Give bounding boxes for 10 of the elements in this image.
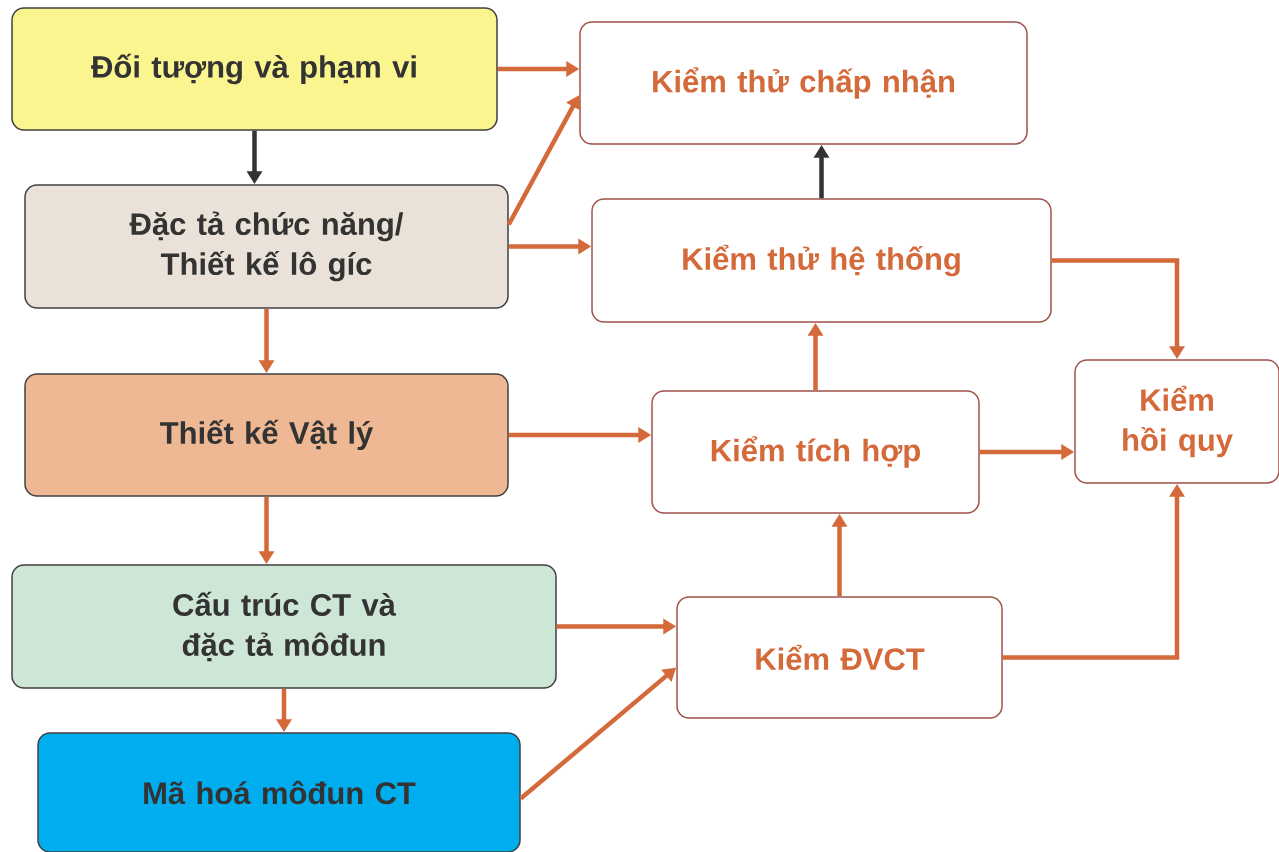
process-box: Kiểm thử hệ thống xyxy=(591,198,1052,323)
process-box: Thiết kế Vật lý xyxy=(24,373,509,497)
process-box: Cấu trúc CT và đặc tả môđun xyxy=(11,564,557,689)
process-box: Kiểm ĐVCT xyxy=(676,596,1003,719)
process-box: Kiểm thử chấp nhận xyxy=(579,21,1028,145)
process-box: Đối tượng và phạm vi xyxy=(11,7,498,131)
process-box: Mã hoá môđun CT xyxy=(37,732,521,852)
process-box: Kiểm tích hợp xyxy=(651,390,980,514)
process-box: Đặc tả chức năng/ Thiết kế lô gíc xyxy=(24,184,509,309)
process-box: Kiểm hồi quy xyxy=(1074,359,1279,484)
